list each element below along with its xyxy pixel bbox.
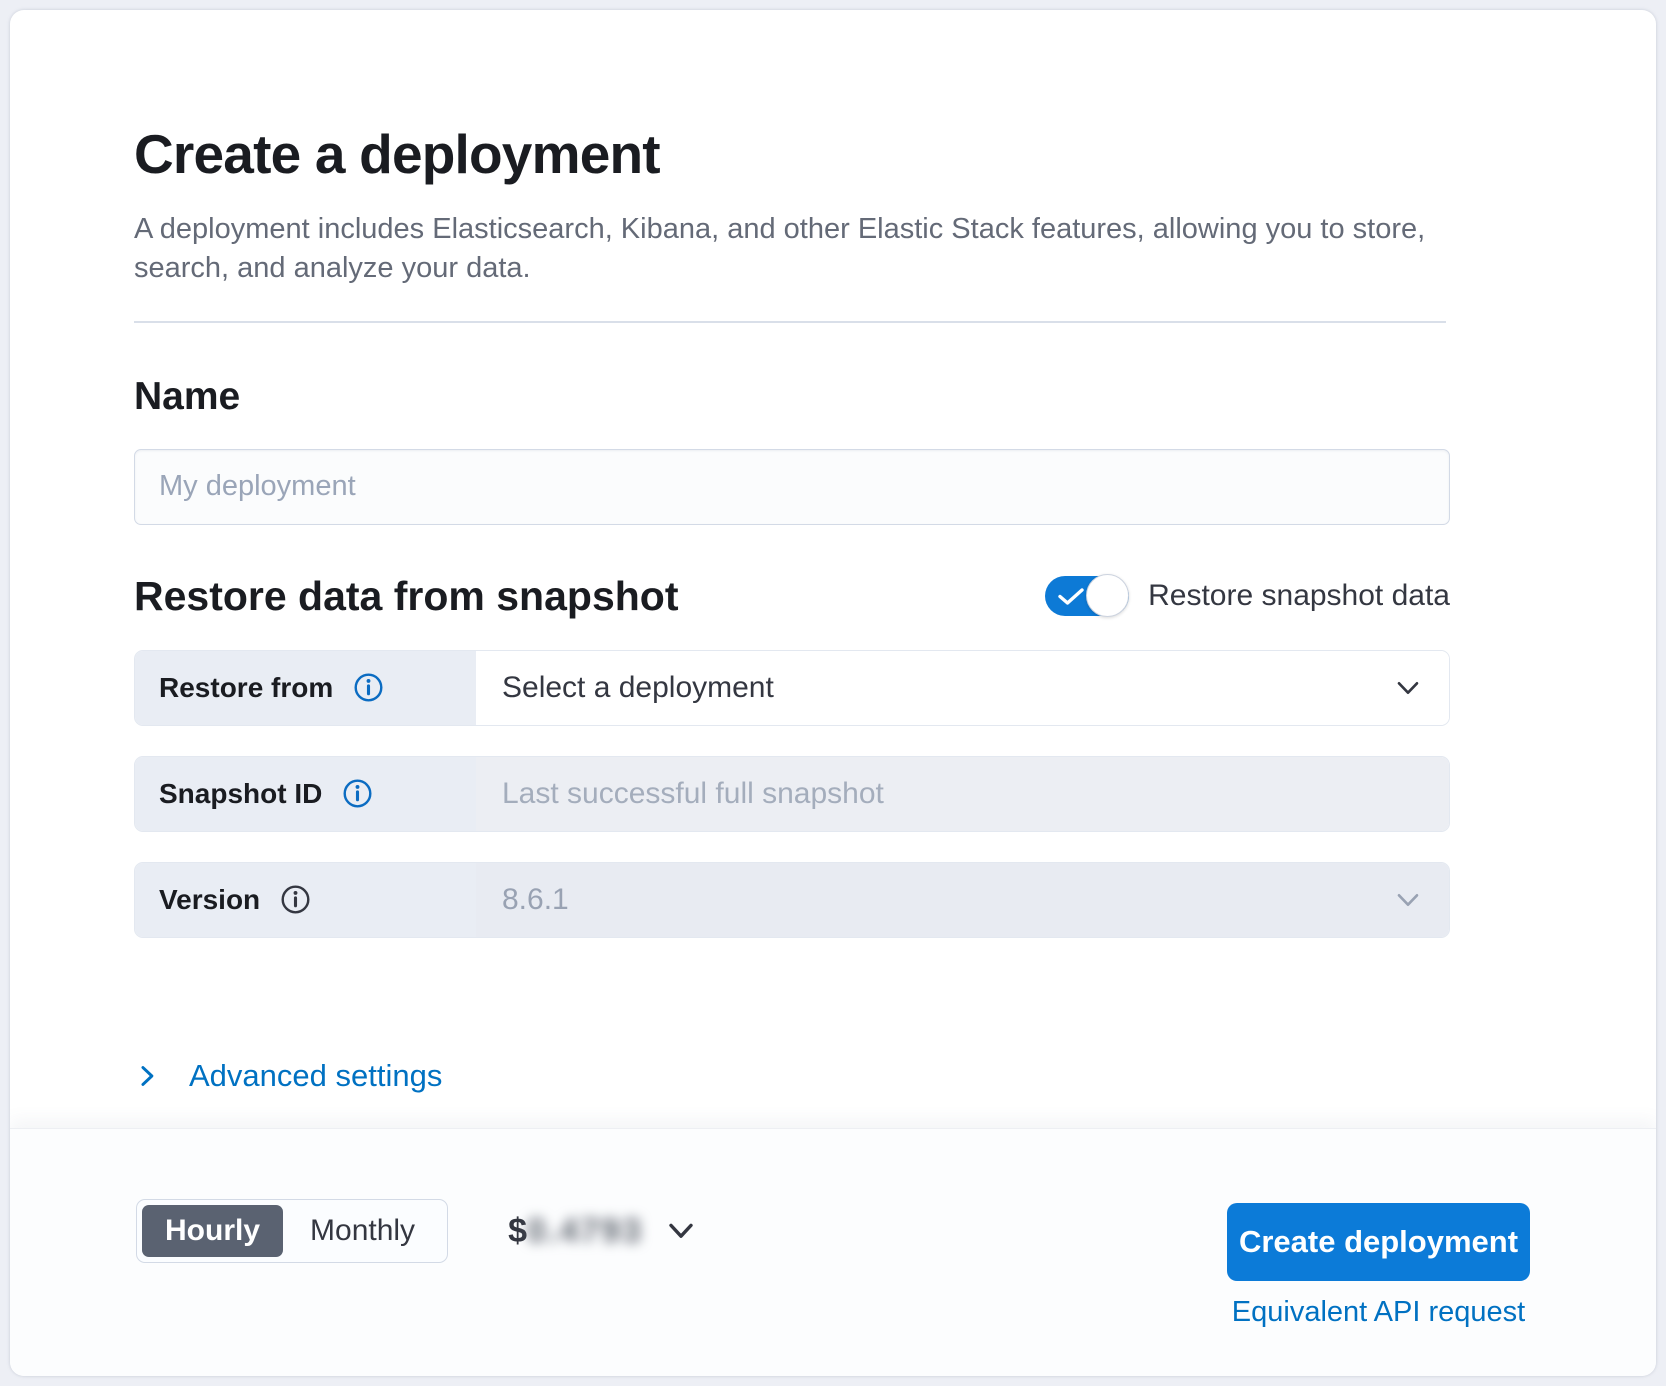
version-label: Version [159,883,261,915]
chevron-down-icon [669,1223,693,1238]
advanced-settings-link[interactable]: Advanced settings [134,1058,442,1094]
restore-snapshot-heading: Restore data from snapshot [134,572,679,619]
equivalent-api-request-link[interactable]: Equivalent API request [1231,1296,1526,1328]
monthly-button[interactable]: Monthly [283,1205,442,1257]
footer-bar: Hourly Monthly $0.4793 Create deployment… [10,1128,1656,1376]
snapshot-id-input[interactable]: Last successful full snapshot [476,756,1449,831]
price-value-blurred: 0.4793 [526,1211,643,1250]
deployment-name-input[interactable] [134,448,1450,525]
info-icon[interactable] [280,884,311,915]
snapshot-id-row: Snapshot ID Last successful full snapsho… [134,755,1450,832]
restore-from-select[interactable]: Select a deployment [476,650,1449,725]
billing-interval-toggle: Hourly Monthly [136,1199,449,1263]
toggle-label: Restore snapshot data [1148,579,1450,612]
snapshot-id-placeholder: Last successful full snapshot [502,776,884,810]
price-text: $0.4793 [508,1212,643,1251]
chevron-down-icon [1397,893,1419,906]
snapshot-id-label-panel: Snapshot ID [135,756,476,831]
version-label-panel: Version [135,862,476,937]
version-select: 8.6.1 [476,862,1449,937]
currency-symbol: $ [508,1211,527,1250]
chevron-right-icon [141,1065,154,1086]
name-heading: Name [134,374,241,418]
page-subtitle: A deployment includes Elasticsearch, Kib… [134,212,1426,284]
create-deployment-button[interactable]: Create deployment [1227,1203,1530,1281]
price-dropdown[interactable]: $0.4793 [508,1212,697,1251]
snapshot-id-label: Snapshot ID [159,777,323,809]
hourly-button[interactable]: Hourly [142,1205,284,1257]
toggle-knob [1086,574,1130,617]
info-icon[interactable] [353,672,384,703]
main-section: Create a deployment A deployment include… [10,10,1656,1128]
restore-from-row: Restore from Select a deployment [134,649,1450,726]
divider [134,320,1446,323]
version-value: 8.6.1 [502,882,569,916]
check-icon [1058,588,1084,605]
create-deployment-panel: Create a deployment A deployment include… [10,10,1656,1376]
page-title: Create a deployment [134,123,661,185]
info-icon[interactable] [342,778,373,809]
chevron-down-icon [1397,681,1419,694]
version-row: Version 8.6.1 [134,861,1450,938]
restore-from-label-panel: Restore from [135,650,476,725]
restore-snapshot-toggle[interactable] [1045,574,1130,617]
restore-from-value: Select a deployment [502,670,774,704]
advanced-settings-label: Advanced settings [189,1057,443,1093]
restore-from-label: Restore from [159,671,334,703]
